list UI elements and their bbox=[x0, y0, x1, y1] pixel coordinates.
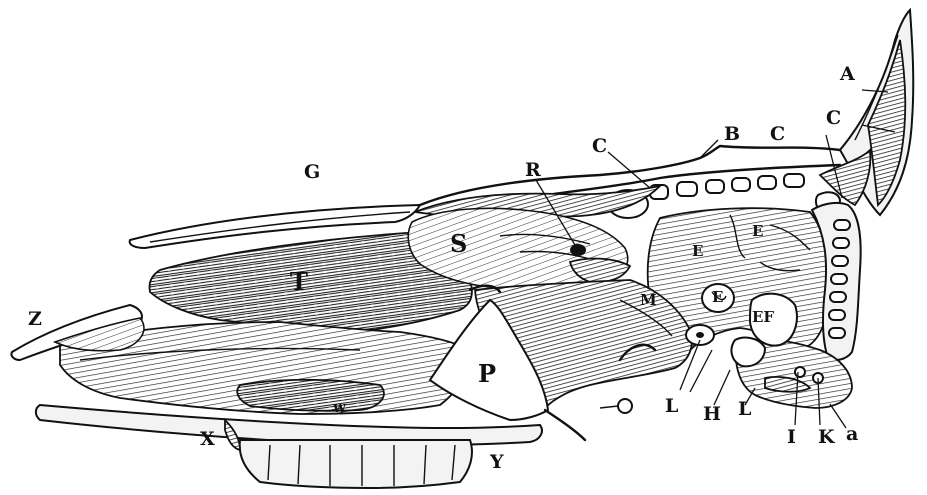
label-EF: EF bbox=[752, 308, 774, 326]
label-L-right: L bbox=[738, 398, 751, 420]
label-C-mid: C bbox=[770, 123, 785, 145]
label-A: A bbox=[839, 63, 855, 85]
label-E-circle: E bbox=[712, 288, 723, 306]
label-Z: Z bbox=[28, 308, 42, 330]
label-C-left: C bbox=[592, 135, 607, 157]
label-S: S bbox=[450, 229, 467, 258]
label-P: P bbox=[478, 359, 496, 388]
label-T: T bbox=[290, 267, 308, 296]
label-H: H bbox=[703, 403, 721, 425]
label-R: R bbox=[525, 159, 541, 181]
label-M: M bbox=[640, 291, 657, 309]
label-C-right: C bbox=[826, 107, 841, 129]
label-I: I bbox=[787, 426, 796, 448]
label-L-left: L bbox=[665, 395, 678, 417]
label-B: B bbox=[724, 123, 740, 145]
label-G: G bbox=[304, 161, 320, 183]
label-a: a bbox=[846, 423, 858, 445]
label-X: X bbox=[200, 428, 215, 450]
label-w: w bbox=[332, 398, 347, 416]
label-Y: Y bbox=[489, 451, 504, 473]
label-E-left: E bbox=[692, 242, 703, 260]
label-K: K bbox=[818, 426, 836, 448]
label-E-upper: E bbox=[752, 222, 763, 240]
